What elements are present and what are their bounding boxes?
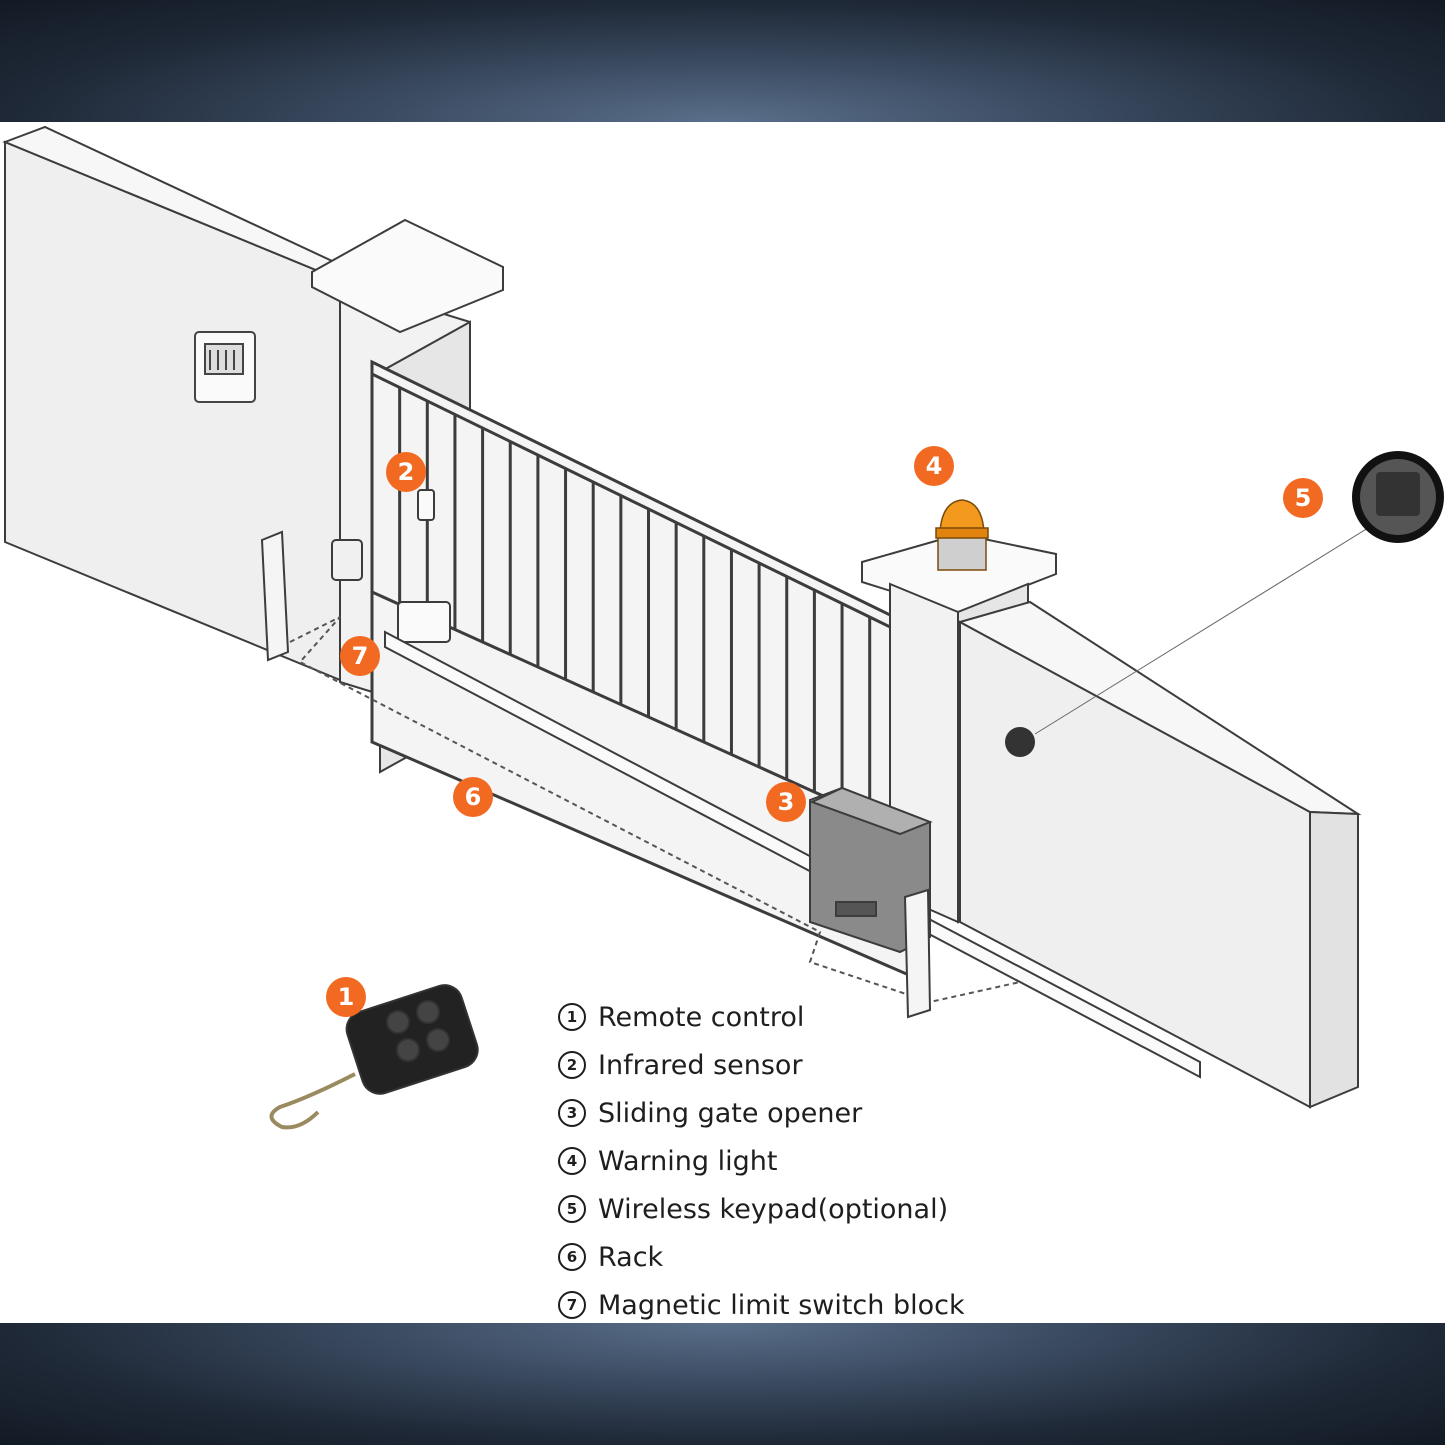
top-background-band (0, 0, 1445, 122)
infrared-sensor-box (331, 539, 363, 581)
component-legend: 1 Remote control 2 Infrared sensor 3 Slidin… (558, 993, 965, 1329)
callout-badge-7: 7 (340, 636, 380, 676)
legend-number: 2 (558, 1051, 586, 1079)
legend-number: 4 (558, 1147, 586, 1175)
gate-bars (398, 387, 899, 830)
callout-badge-1: 1 (326, 977, 366, 1017)
wall-keypad (1005, 501, 1411, 757)
legend-item: 7 Magnetic limit switch block (558, 1281, 965, 1329)
legend-item: 6 Rack (558, 1233, 965, 1281)
bottom-background-band (0, 1323, 1445, 1445)
legend-item: 1 Remote control (558, 993, 965, 1041)
legend-number: 7 (558, 1291, 586, 1319)
gate-opener-motor (809, 786, 933, 954)
infrared-post-right (903, 888, 932, 1019)
legend-label: Infrared sensor (598, 1049, 803, 1081)
gate-illustration (2, 125, 1444, 1130)
limit-switch-block (397, 601, 451, 643)
left-wall (2, 125, 346, 684)
intercom-device (194, 331, 256, 403)
legend-label: Rack (598, 1241, 664, 1273)
legend-number: 6 (558, 1243, 586, 1271)
remote-control-fob (269, 984, 479, 1130)
legend-item: 4 Warning light (558, 1137, 965, 1185)
right-wall (957, 600, 1362, 1109)
callout-badge-6: 6 (453, 777, 493, 817)
legend-label: Magnetic limit switch block (598, 1289, 965, 1321)
legend-item: 5 Wireless keypad(optional) (558, 1185, 965, 1233)
legend-label: Sliding gate opener (598, 1097, 863, 1129)
callout-badge-4: 4 (914, 446, 954, 486)
wireless-keypad-inset (1352, 451, 1444, 543)
diagram-panel: 2 4 5 7 6 3 1 (0, 122, 1445, 1323)
infrared-post-left (260, 530, 290, 662)
legend-number: 5 (558, 1195, 586, 1223)
legend-item: 2 Infrared sensor (558, 1041, 965, 1089)
legend-label: Warning light (598, 1145, 778, 1177)
gate-infrared-sensor (417, 489, 435, 521)
underground-cable (289, 616, 1021, 1004)
legend-label: Remote control (598, 1001, 805, 1033)
legend-label: Wireless keypad(optional) (598, 1193, 949, 1225)
callout-badge-2: 2 (386, 452, 426, 492)
callout-badge-5: 5 (1283, 478, 1323, 518)
legend-number: 1 (558, 1003, 586, 1031)
legend-number: 3 (558, 1099, 586, 1127)
legend-item: 3 Sliding gate opener (558, 1089, 965, 1137)
warning-light (935, 499, 989, 571)
callout-badge-3: 3 (766, 782, 806, 822)
